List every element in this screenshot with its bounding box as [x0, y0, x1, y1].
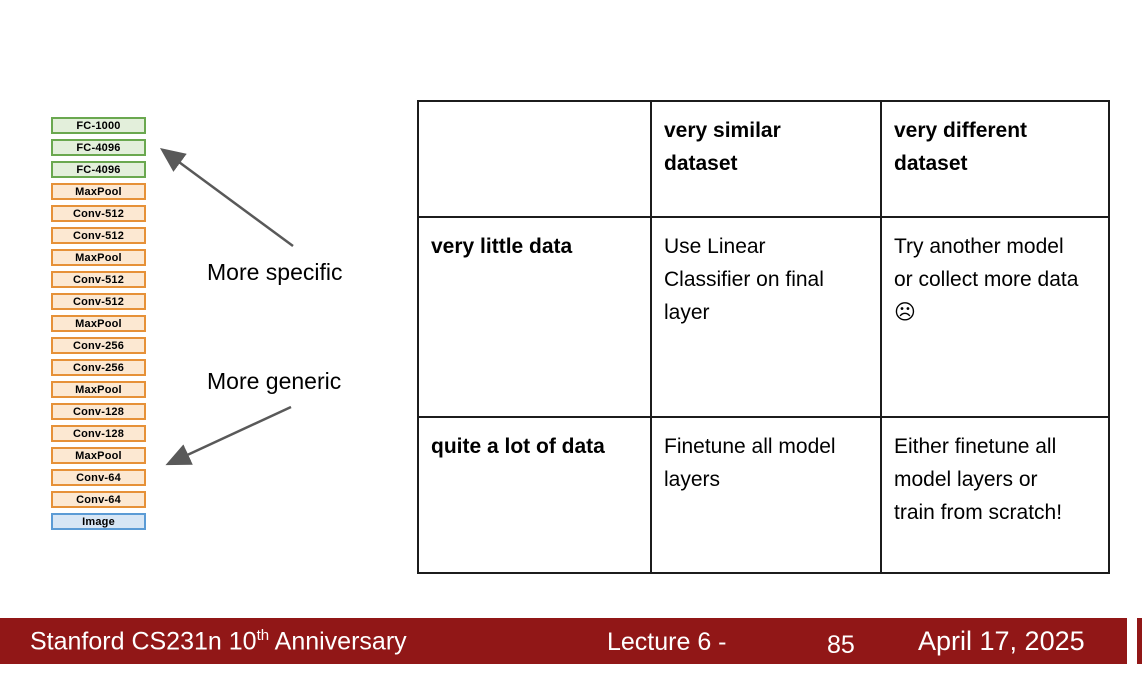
- layer-box-conv-64: Conv-64: [51, 491, 146, 508]
- table-row: very little data Use Linear Classifier o…: [417, 216, 1110, 418]
- layer-box-conv-64: Conv-64: [51, 469, 146, 486]
- row-label-very-little-data: very little data: [417, 216, 652, 418]
- layer-box-maxpool: MaxPool: [51, 381, 146, 398]
- layer-box-conv-512: Conv-512: [51, 293, 146, 310]
- layer-box-fc-4096: FC-4096: [51, 161, 146, 178]
- layer-box-image: Image: [51, 513, 146, 530]
- cell-lot-similar: Finetune all model layers: [650, 416, 882, 574]
- footer-lecture-label: Lecture 6 -: [607, 628, 727, 656]
- footer-bar: Stanford CS231n 10th Anniversary Lecture…: [0, 618, 1127, 664]
- header-very-similar-dataset: very similar dataset: [650, 100, 882, 218]
- footer-right-edge-fragment: [1137, 618, 1142, 664]
- layer-box-conv-128: Conv-128: [51, 403, 146, 420]
- table-header-row: very similar dataset very different data…: [417, 100, 1110, 218]
- table-corner-cell: [417, 100, 652, 218]
- layer-box-conv-512: Conv-512: [51, 271, 146, 288]
- ordinal-suffix: th: [256, 627, 270, 644]
- transfer-learning-table: very similar dataset very different data…: [417, 100, 1110, 574]
- cell-little-different: Try another model or collect more data ☹: [880, 216, 1110, 418]
- layer-box-conv-256: Conv-256: [51, 337, 146, 354]
- layer-box-conv-512: Conv-512: [51, 205, 146, 222]
- footer-course-title: Stanford CS231n 10th Anniversary: [30, 627, 407, 656]
- more-generic-label: More generic: [207, 368, 342, 394]
- layer-box-fc-4096: FC-4096: [51, 139, 146, 156]
- cell-lot-different: Either finetune all model layers or trai…: [880, 416, 1110, 574]
- cell-little-similar: Use Linear Classifier on final layer: [650, 216, 882, 418]
- layer-box-conv-128: Conv-128: [51, 425, 146, 442]
- more-specific-arrow-icon: [159, 148, 294, 248]
- layer-box-conv-512: Conv-512: [51, 227, 146, 244]
- header-very-different-dataset: very different dataset: [880, 100, 1110, 218]
- table-row: quite a lot of data Finetune all model l…: [417, 416, 1110, 574]
- layer-box-conv-256: Conv-256: [51, 359, 146, 376]
- layer-box-fc-1000: FC-1000: [51, 117, 146, 134]
- footer-date: April 17, 2025: [918, 626, 1085, 656]
- row-label-quite-a-lot-of-data: quite a lot of data: [417, 416, 652, 574]
- more-generic-arrow-icon: [165, 405, 292, 466]
- layer-box-maxpool: MaxPool: [51, 183, 146, 200]
- layer-box-maxpool: MaxPool: [51, 315, 146, 332]
- layer-box-maxpool: MaxPool: [51, 447, 146, 464]
- layer-group: Image: [51, 513, 146, 530]
- more-specific-label: More specific: [207, 259, 343, 285]
- layer-box-maxpool: MaxPool: [51, 249, 146, 266]
- footer-page-number: 85: [827, 631, 855, 659]
